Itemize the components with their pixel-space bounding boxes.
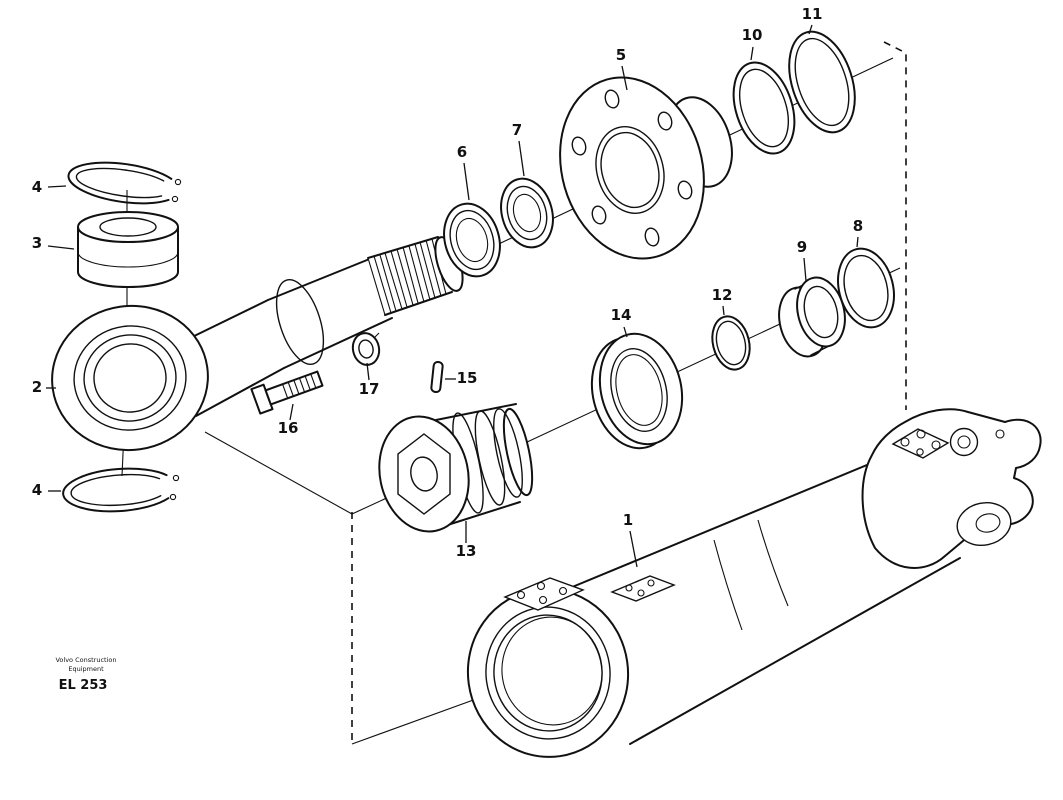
barrel-port-flange-front: [503, 577, 585, 611]
callout-10: 10: [742, 26, 763, 61]
callout-9: 9: [797, 238, 807, 282]
part-6-seal-ring: [443, 202, 501, 278]
callout-label: 4: [32, 178, 42, 196]
callout-8: 8: [853, 217, 863, 248]
callout-15: 15: [445, 369, 477, 387]
callout-label: 12: [712, 286, 733, 304]
callout-16: 16: [278, 403, 299, 437]
figure-code: EL 253: [59, 678, 108, 693]
callout-label: 5: [616, 46, 626, 64]
barrel-port-flange-mid: [610, 575, 676, 602]
callout-7: 7: [512, 121, 525, 177]
callout-label: 2: [32, 378, 42, 396]
callout-label: 11: [802, 5, 823, 23]
part-4-snap-ring-top: [67, 161, 182, 205]
barrel-yoke-end: [861, 408, 1042, 569]
part-12-backup-ring: [711, 315, 751, 371]
callout-4-top: 4: [32, 178, 67, 196]
callout-label: 8: [853, 217, 863, 235]
callout-4-bottom: 4: [32, 481, 61, 499]
part-8-seal-ring: [837, 247, 895, 329]
piston-rod: [185, 236, 464, 417]
callout-1: 1: [623, 511, 638, 568]
callout-label: 9: [797, 238, 807, 256]
callout-label: 16: [278, 419, 299, 437]
part-15-pin: [430, 361, 444, 393]
callout-label: 4: [32, 481, 42, 499]
callout-label: 13: [456, 542, 477, 560]
part-5-cylinder-head: [559, 76, 733, 260]
callout-12: 12: [712, 286, 733, 316]
part-14-seal-ring: [590, 332, 684, 450]
part-13-piston: [378, 403, 534, 533]
callout-3: 3: [32, 234, 75, 252]
brand-line-2: Equipment: [68, 665, 104, 673]
callout-label: 10: [742, 26, 763, 44]
brand-line-1: Volvo Construction: [55, 656, 116, 664]
callout-11: 11: [802, 5, 823, 35]
part-4-snap-ring-bottom: [62, 467, 180, 513]
part-11-o-ring: [788, 30, 856, 134]
callout-label: 15: [457, 369, 478, 387]
callout-6: 6: [457, 143, 470, 201]
callout-label: 14: [611, 306, 632, 324]
part-7-seal-ring: [500, 177, 554, 249]
callout-5: 5: [616, 46, 628, 91]
part-10-o-ring: [732, 61, 796, 155]
callout-13: 13: [456, 521, 477, 560]
figure-footer: Volvo Construction Equipment EL 253: [55, 656, 116, 693]
dashed-boundary: [351, 41, 907, 746]
part-9-bushing: [778, 276, 846, 358]
part-17-lock-washer: [351, 332, 381, 366]
callout-14: 14: [611, 306, 632, 338]
callout-label: 17: [359, 380, 380, 398]
callout-label: 3: [32, 234, 42, 252]
callout-2: 2: [32, 378, 56, 396]
callout-label: 7: [512, 121, 522, 139]
part-1-cylinder-barrel: [466, 408, 1042, 758]
callout-label: 6: [457, 143, 467, 161]
part-3-bearing-bushing: [77, 211, 179, 288]
callout-17: 17: [359, 362, 380, 398]
part-2-rod-eye: [51, 304, 209, 452]
part-16-bolt: [250, 370, 324, 415]
callout-label: 1: [623, 511, 633, 529]
